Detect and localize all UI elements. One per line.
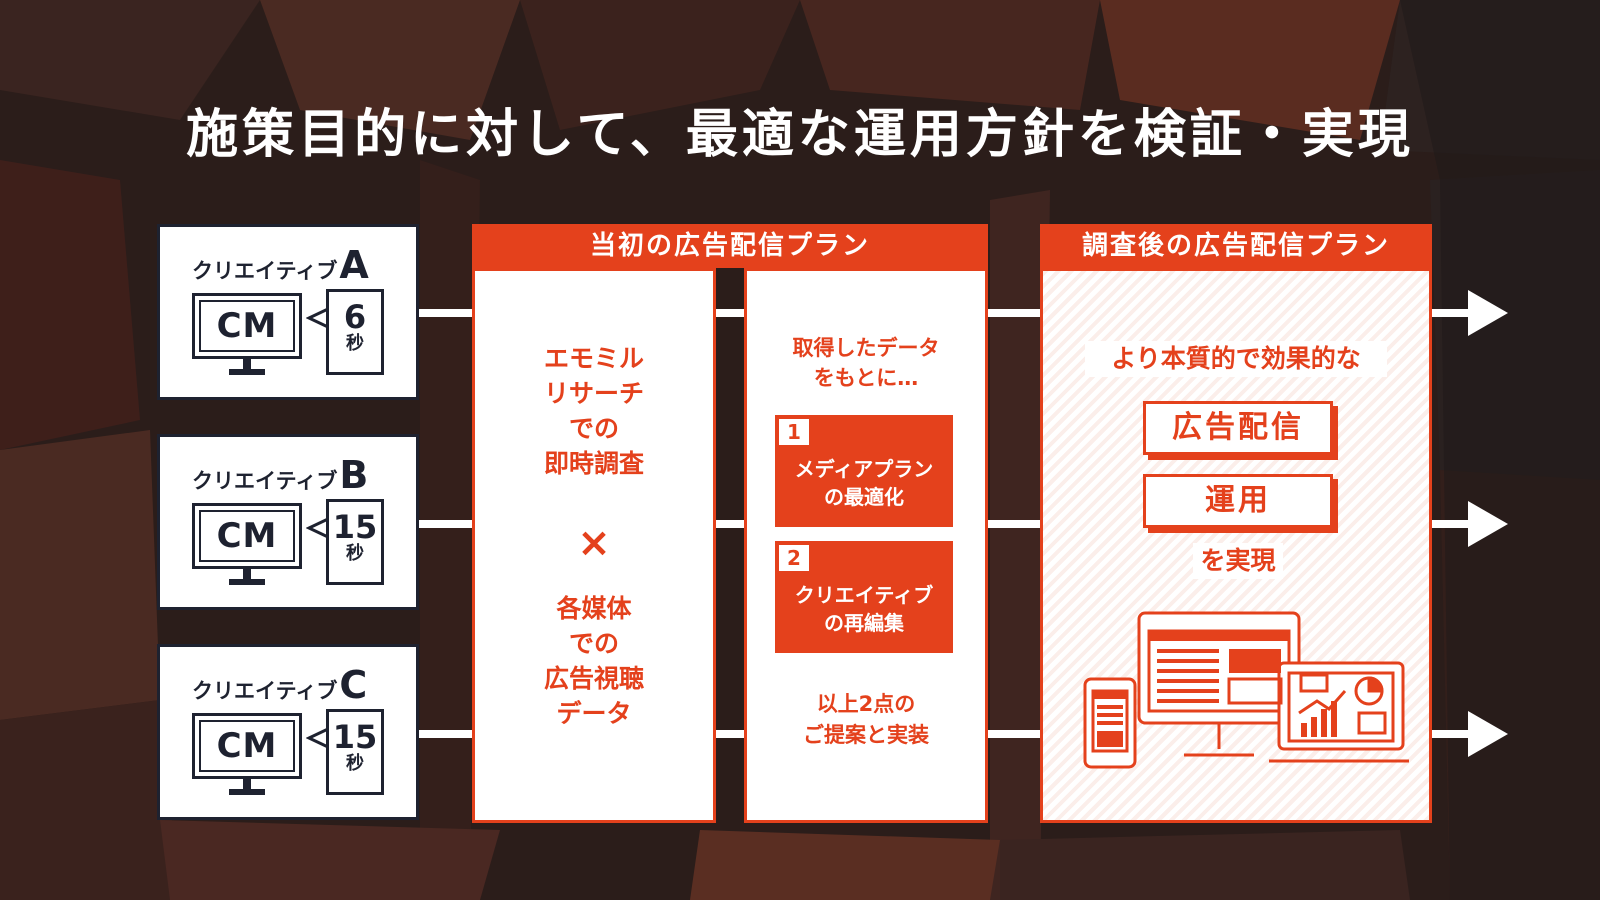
outro-line: ご提案と実装: [803, 723, 929, 747]
page-title: 施策目的に対して、最適な運用方針を検証・実現: [186, 105, 1414, 165]
step-line: クリエイティブ: [794, 583, 934, 607]
media-data-line: 広告視聴: [543, 664, 644, 693]
duration-seconds: 15: [332, 718, 378, 756]
duration-unit: 秒: [346, 333, 364, 354]
cm-label: CM: [199, 300, 295, 352]
creative-letter: B: [339, 453, 369, 497]
step-line: メディアプラン: [794, 457, 934, 481]
devices-illustration-icon: [1083, 611, 1409, 769]
step-line: の最適化: [824, 485, 904, 509]
research-line: 即時調査: [543, 449, 644, 478]
monitor-icon: CM: [192, 713, 302, 779]
media-data-line: での: [568, 629, 619, 658]
step-line: の再編集: [824, 611, 904, 635]
speech-tail-icon: [306, 517, 329, 539]
monitor-icon: CM: [192, 293, 302, 359]
result-item-ad-delivery: 広告配信: [1143, 401, 1333, 455]
step-number: 2: [779, 545, 809, 571]
media-data-line: データ: [556, 699, 632, 728]
duration-unit: 秒: [346, 753, 364, 774]
arrow-right-icon: [1468, 290, 1508, 336]
revised-plan-header: 調査後の広告配信プラン: [1040, 224, 1432, 268]
outro-line: 以上2点の: [816, 692, 916, 716]
creative-label: クリエイティブ: [192, 259, 338, 283]
step-box-1: 1 メディアプラン の最適化: [775, 415, 953, 527]
cross-icon: ×: [577, 520, 611, 566]
initial-plan-proposal-column: 取得したデータ をもとに… 1 メディアプラン の最適化 2 クリエイティブ の…: [744, 268, 988, 823]
revised-plan-panel: より本質的で効果的な 広告配信 運用 を実現: [1040, 268, 1432, 823]
revised-lead: より本質的で効果的な: [1085, 341, 1387, 377]
revised-tail: を実現: [1193, 543, 1283, 579]
initial-plan-research-column: エモミル リサーチ での 即時調査 × 各媒体 での 広告視聴 データ: [472, 268, 716, 823]
arrow-right-icon: [1468, 711, 1508, 757]
media-data-line: 各媒体: [556, 594, 632, 623]
speech-tail-icon: [306, 307, 329, 329]
research-line: リサーチ: [543, 379, 644, 408]
research-line: での: [568, 414, 619, 443]
duration-seconds: 15: [332, 508, 378, 546]
intro-line: をもとに…: [813, 366, 919, 390]
initial-plan-header: 当初の広告配信プラン: [472, 224, 988, 268]
duration-seconds: 6: [343, 298, 367, 336]
creative-letter: A: [339, 243, 369, 287]
speech-tail-icon: [306, 727, 329, 749]
research-line: エモミル: [543, 344, 644, 373]
step-number: 1: [779, 419, 809, 445]
duration-unit: 秒: [346, 543, 364, 564]
monitor-icon: CM: [192, 503, 302, 569]
creative-letter: C: [339, 663, 368, 707]
cm-label: CM: [199, 510, 295, 562]
cm-label: CM: [199, 720, 295, 772]
creative-label: クリエイティブ: [192, 679, 338, 703]
creative-label: クリエイティブ: [192, 469, 338, 493]
step-box-2: 2 クリエイティブ の再編集: [775, 541, 953, 653]
arrow-right-icon: [1468, 501, 1508, 547]
result-item-operation: 運用: [1143, 474, 1333, 528]
intro-line: 取得したデータ: [792, 336, 940, 360]
